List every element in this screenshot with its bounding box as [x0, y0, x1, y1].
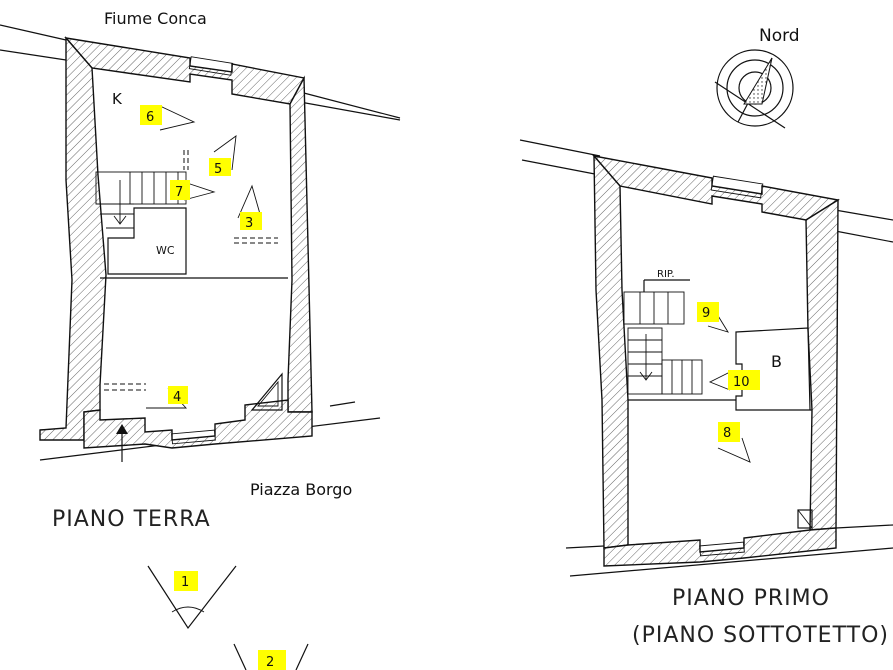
viewpoint-label-4: 4: [173, 390, 181, 405]
viewpoint-2: 2: [233, 643, 309, 670]
first-east-wall: [805, 198, 839, 531]
ground-north-wall: [64, 37, 306, 105]
first-south-wall: [603, 527, 837, 567]
ground-west-wall: [39, 36, 107, 441]
viewpoint-label-9: 9: [702, 306, 710, 321]
viewpoint-8: 8: [717, 422, 751, 463]
ground-east-wall: [287, 75, 313, 413]
viewpoint-10: 10: [708, 370, 760, 391]
first-floor-plan: [519, 139, 893, 577]
viewpoint-label-7: 7: [175, 185, 183, 200]
attic-title: (PIANO SOTTOTETTO): [632, 623, 889, 648]
square-label: Piazza Borgo: [250, 480, 352, 499]
north-compass-icon: [714, 49, 794, 129]
kitchen-label: K: [112, 90, 123, 108]
river-label: Fiume Conca: [104, 9, 207, 28]
viewpoint-5: 5: [209, 135, 237, 177]
viewpoint-3: 3: [237, 184, 262, 231]
first-north-wall: [592, 154, 840, 221]
first-floor-title: PIANO PRIMO: [672, 586, 830, 611]
viewpoint-label-3: 3: [245, 216, 253, 231]
storage-label: RIP.: [657, 269, 675, 280]
viewpoint-label-2: 2: [266, 655, 274, 670]
viewpoint-7: 7: [170, 180, 216, 201]
wc-label: WC: [156, 244, 175, 257]
north-label: Nord: [759, 26, 800, 46]
viewpoint-label-10: 10: [733, 375, 750, 390]
viewpoint-label-5: 5: [214, 162, 222, 177]
viewpoint-9: 9: [697, 302, 730, 333]
viewpoint-label-6: 6: [146, 110, 154, 125]
ground-floor-plan: [0, 24, 401, 462]
ground-south-wall: [83, 399, 313, 449]
bathroom-label: B: [771, 352, 782, 371]
first-stairs: [623, 279, 703, 395]
ground-floor-title: PIANO TERRA: [52, 507, 211, 532]
viewpoint-6: 6: [140, 105, 196, 131]
viewpoint-label-8: 8: [723, 426, 731, 441]
viewpoint-1: 1: [147, 565, 237, 630]
first-west-wall: [593, 154, 629, 549]
viewpoint-label-1: 1: [181, 575, 189, 590]
viewpoint-4: 4: [146, 386, 188, 409]
